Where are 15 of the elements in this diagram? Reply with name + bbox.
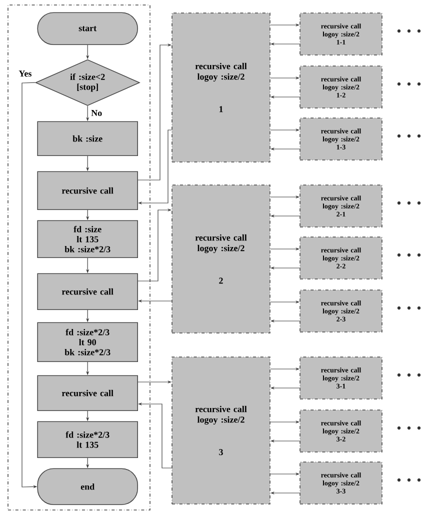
process-box: recursive call — [37, 375, 138, 411]
call-box: recursive call logoy :size/2 3 — [172, 356, 270, 504]
terminal-box: end — [37, 468, 138, 505]
process-box: recursive call — [37, 171, 138, 210]
process-box: recursive call — [37, 273, 138, 310]
process-box: fd :size lt 135 bk :size*2/3 — [37, 220, 138, 258]
call-box: recursive call logoy :size/2 1 — [172, 12, 270, 162]
edge-label: Yes — [18, 70, 32, 78]
process-box: fd :size*2/3 lt 90 bk :size*2/3 — [37, 322, 138, 362]
call-box: recursive call logoy :size/2 2 — [172, 184, 270, 334]
terminal-box: start — [37, 12, 138, 45]
flowchart-panel — [8, 4, 150, 510]
edge-label: No — [90, 110, 103, 116]
process-box: fd :size*2/3 lt 135 — [37, 421, 138, 458]
process-box: bk :size — [37, 121, 138, 156]
